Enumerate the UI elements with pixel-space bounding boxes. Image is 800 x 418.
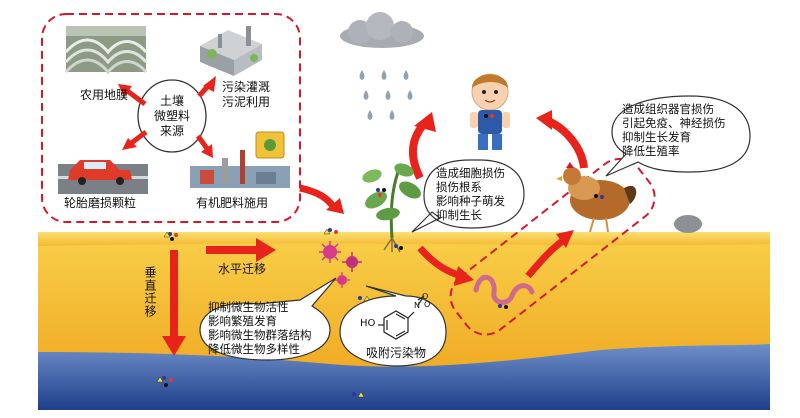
source-dashed-box	[41, 13, 301, 223]
source-irrigation-label: 污染灌溉 污泥利用	[222, 80, 271, 109]
animal-effect-callout	[605, 95, 751, 177]
vertical-migration-label: 垂直迁移	[143, 266, 157, 318]
child-icon	[470, 73, 510, 150]
nitrophenol-molecule	[378, 295, 425, 340]
bacteria-icon	[319, 241, 362, 288]
arrow-to-film	[124, 87, 147, 107]
animal-pathway-dashed-box	[449, 158, 656, 336]
horizontal-migration-arrow	[206, 238, 276, 262]
horizontal-migration-label: 水平迁移	[218, 262, 267, 276]
molecule-ho-label: HO	[360, 318, 376, 329]
arrow-to-fertilizer	[195, 134, 211, 152]
plant-effect-text: 造成细胞损伤 损伤根系 影响种子萌发 抑制生长	[436, 166, 505, 222]
source-to-soil-arrow	[299, 184, 338, 210]
earthworm-icon	[473, 275, 535, 305]
source-film-label: 农用地膜	[80, 88, 129, 102]
animal-effect-text: 造成组织器官损伤 引起免疫、神经损伤 抑制生长发育 降低生殖率	[622, 102, 726, 158]
nitro-bond	[407, 311, 415, 319]
source-tire-label: 轮胎磨损颗粒	[64, 196, 137, 210]
rain-cloud-icon	[340, 12, 424, 120]
adsorb-label: 吸附污染物	[366, 346, 427, 360]
source-center-label: 土壤 微塑料 来源	[154, 94, 191, 138]
fertilizer-plant-icon	[190, 131, 290, 188]
plant-icon	[362, 163, 421, 253]
car-icon	[58, 160, 148, 194]
rock-icon	[674, 215, 702, 233]
microbe-effect-text: 抑制微生物活性 影响繁殖发育 影响微生物群落结构 降低微生物多样性	[208, 300, 312, 356]
source-fertilizer-label: 有机肥料施用	[196, 196, 269, 210]
plant-to-child-arrow	[409, 121, 428, 180]
microplastic-particles	[156, 114, 604, 398]
worm-to-chicken-arrow	[525, 237, 567, 279]
vertical-migration-arrow	[162, 250, 186, 356]
source-center-oval	[137, 79, 207, 153]
source-arrows	[118, 76, 216, 158]
fertilizer-bag-icon	[255, 131, 285, 159]
flow-arrows	[162, 110, 588, 356]
molecule-o1-label: O	[422, 292, 429, 301]
microbe-effect-callout	[199, 277, 337, 361]
chicken-icon	[556, 162, 637, 233]
plant-effect-callout	[411, 159, 525, 233]
factory-icon	[200, 26, 262, 76]
greenhouse-film-icon	[64, 26, 148, 75]
molecule-n-label: N	[414, 301, 420, 310]
adsorb-callout	[339, 285, 447, 367]
molecule-o2-label: O	[424, 300, 431, 309]
groundwater	[38, 344, 770, 410]
arrow-to-tire	[128, 130, 148, 146]
soil-surface-band	[38, 232, 770, 246]
